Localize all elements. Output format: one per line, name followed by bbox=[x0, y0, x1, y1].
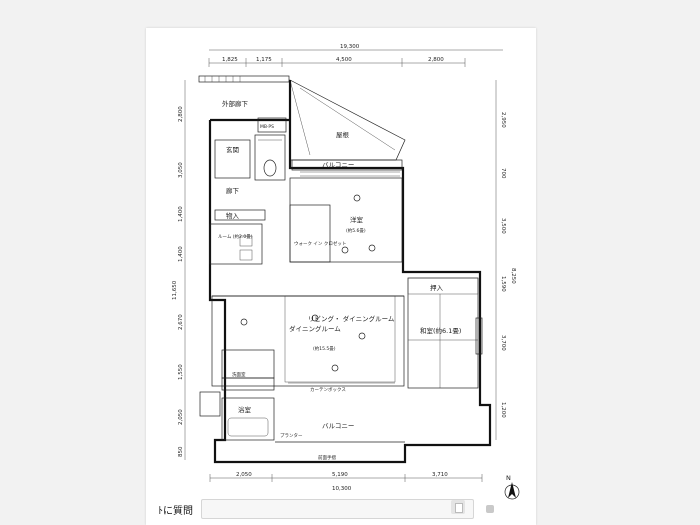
scroll-indicator[interactable] bbox=[486, 505, 494, 513]
ask-input[interactable] bbox=[201, 499, 474, 519]
dim-left-9: 850 bbox=[178, 446, 184, 457]
label-ldk: リビング・ ダイニングルーム bbox=[308, 314, 395, 323]
label-hallway: 廊下 bbox=[226, 186, 240, 195]
label-ldk-line2: ダイニングルーム bbox=[289, 324, 341, 333]
label-planter: プランター bbox=[280, 432, 303, 439]
dim-bottom-overall: 10,300 bbox=[332, 486, 352, 492]
label-balcony-bottom: バルコニー bbox=[322, 422, 354, 430]
dim-left-overall: 11,650 bbox=[172, 280, 178, 300]
label-outer-corridor: 外部廊下 bbox=[222, 99, 249, 108]
dim-top-1: 1,825 bbox=[222, 57, 238, 63]
dim-right-6: 3,700 bbox=[500, 335, 506, 351]
label-closet: 押入 bbox=[430, 283, 444, 292]
label-curtain-box: カーテンボックス bbox=[310, 386, 346, 393]
north-arrow-icon: N bbox=[504, 474, 520, 500]
dim-top-4: 2,800 bbox=[428, 57, 444, 63]
label-balcony-top: バルコニー bbox=[322, 161, 354, 169]
label-wic: ウォーク イン クロゼット bbox=[294, 240, 346, 247]
label-japanese-room: 和室(約6.1畳) bbox=[420, 326, 461, 335]
dim-bottom-3: 3,710 bbox=[432, 472, 448, 478]
dim-left-1: 2,800 bbox=[178, 106, 184, 122]
dim-left-6: 2,670 bbox=[178, 314, 184, 330]
label-storage: 物入 bbox=[226, 211, 240, 220]
north-label: N bbox=[506, 474, 511, 482]
dim-top-2: 1,175 bbox=[256, 57, 272, 63]
label-mb-ps: MB·PS bbox=[260, 124, 274, 130]
ask-bar: ﾄに質問 bbox=[154, 495, 474, 523]
dim-bottom-1: 2,050 bbox=[236, 472, 252, 478]
dim-top-overall: 19,300 bbox=[340, 44, 360, 50]
dim-top-3: 4,500 bbox=[336, 57, 352, 63]
dim-left-8: 2,050 bbox=[178, 409, 184, 425]
dim-right-3: 3,500 bbox=[500, 218, 506, 234]
label-laundry: ルーム (約2.0畳) bbox=[218, 233, 253, 240]
label-western-area: (約5.6畳) bbox=[346, 227, 366, 234]
dim-bottom-2: 5,190 bbox=[332, 472, 348, 478]
dim-right-overall: 8,250 bbox=[510, 268, 516, 284]
dim-left-7: 1,550 bbox=[178, 364, 184, 380]
dim-left-2: 3,050 bbox=[178, 162, 184, 178]
label-bathroom: 浴室 bbox=[238, 405, 252, 414]
dim-right-2: 700 bbox=[500, 168, 506, 179]
dim-right-1: 2,950 bbox=[500, 112, 506, 128]
label-western-room: 洋室 bbox=[350, 215, 364, 224]
send-icon[interactable] bbox=[451, 500, 465, 514]
label-washroom: 洗面室 bbox=[232, 371, 246, 378]
label-roof: 屋根 bbox=[336, 130, 350, 139]
label-ldk-area: (約15.5畳) bbox=[313, 345, 336, 352]
ask-label: ﾄに質問 bbox=[154, 499, 197, 519]
dim-right-7: 1,200 bbox=[500, 402, 506, 418]
dim-right-5: 1,590 bbox=[500, 276, 506, 292]
dim-left-3: 1,400 bbox=[178, 206, 184, 222]
dim-left-4: 1,400 bbox=[178, 246, 184, 262]
label-entrance: 玄関 bbox=[226, 145, 239, 154]
label-front-rail: 前面手摺 bbox=[318, 454, 336, 461]
